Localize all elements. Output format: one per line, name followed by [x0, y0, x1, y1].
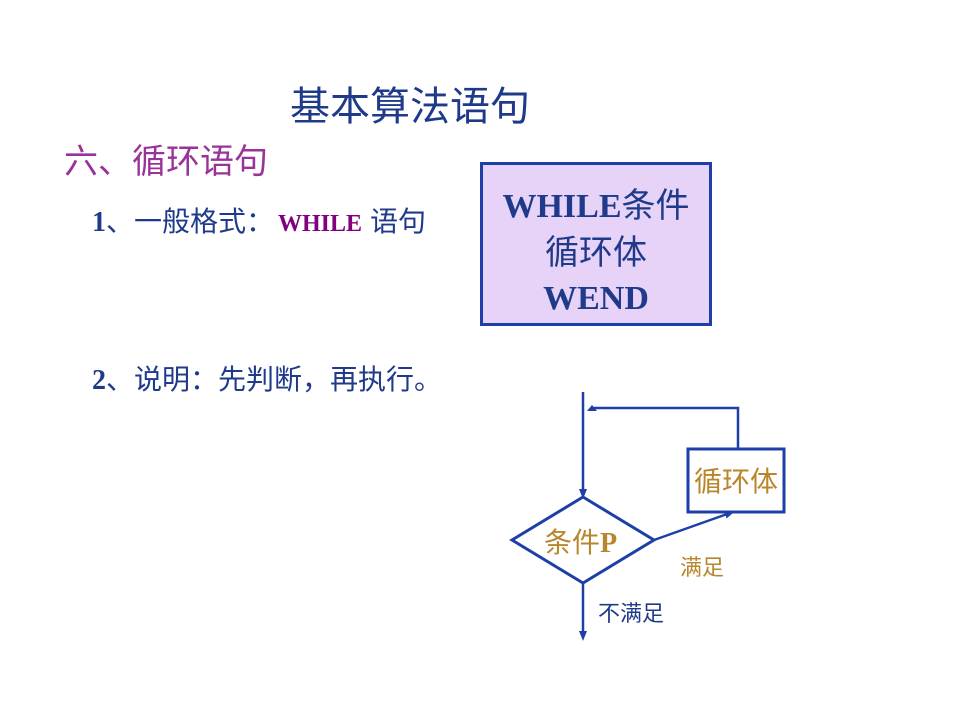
page-title: 基本算法语句 — [290, 84, 530, 130]
yes-branch-line — [653, 510, 735, 542]
syntax-line-body: 循环体 — [545, 233, 647, 273]
item-description: 2、说明：先判断，再执行。 — [92, 358, 442, 398]
no-label: 不满足 — [598, 602, 664, 627]
syntax-while-keyword: WHILE — [502, 188, 622, 225]
item-number: 2 — [92, 365, 106, 396]
syntax-line-while: WHILE条件 — [483, 183, 709, 230]
syntax-condition: 条件 — [621, 186, 690, 226]
decision-label: 条件P — [544, 526, 617, 559]
loop-body-box — [686, 447, 786, 514]
return-loop-line — [592, 406, 740, 449]
yes-label: 满足 — [680, 556, 724, 581]
return-arrowhead — [587, 405, 597, 411]
loop-body-label: 循环体 — [694, 465, 778, 498]
item-label: 、说明：先判断，再执行。 — [106, 363, 443, 396]
decision-var: P — [600, 528, 617, 559]
item-number: 1 — [92, 207, 106, 238]
item-suffix: 语句 — [370, 205, 427, 238]
syntax-line-wend: WEND — [543, 280, 649, 317]
item-label: 、一般格式： — [106, 205, 275, 238]
section-heading: 六、循环语句 — [64, 142, 268, 182]
decision-text: 条件 — [544, 526, 600, 559]
item-general-format: 1、一般格式：WHILE 语句 — [92, 200, 426, 240]
while-keyword: WHILE — [278, 211, 363, 237]
syntax-box: WHILE条件 循环体 WEND — [480, 162, 712, 326]
